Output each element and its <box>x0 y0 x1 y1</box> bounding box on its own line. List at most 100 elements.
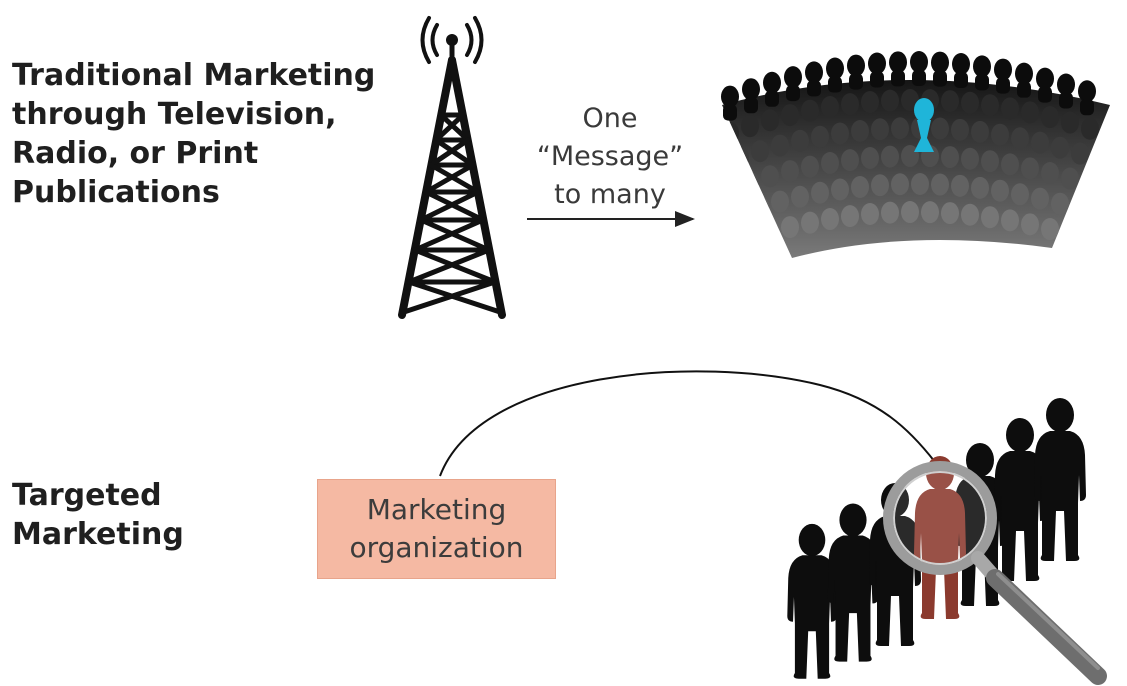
heading-line: through Television, <box>12 97 337 132</box>
audience-head <box>821 152 839 175</box>
audience-head <box>1057 73 1075 96</box>
audience-head <box>1001 209 1019 232</box>
audience-head <box>831 122 849 145</box>
audience-head <box>961 91 979 114</box>
audience-head <box>1001 97 1019 120</box>
audience-head <box>889 51 907 74</box>
audience-body <box>765 90 779 107</box>
audience-head <box>1011 127 1029 150</box>
audience-body <box>828 76 842 93</box>
audience-head <box>731 146 749 169</box>
audience-head <box>901 145 919 168</box>
audience-head <box>841 205 859 228</box>
audience-head <box>761 109 779 132</box>
audience-head <box>871 174 889 197</box>
audience-head <box>881 145 899 168</box>
audience-head <box>1091 205 1109 228</box>
audience-head <box>801 211 819 234</box>
audience-body <box>1059 92 1073 109</box>
audience-head <box>1071 142 1089 165</box>
audience-head <box>781 104 799 127</box>
audience-head <box>1041 106 1059 129</box>
audience-head <box>1091 149 1109 172</box>
audience-head <box>1041 162 1059 185</box>
audience-head <box>1011 183 1029 206</box>
audience-body <box>807 80 821 97</box>
audience-head <box>868 52 886 75</box>
audience-head <box>811 125 829 148</box>
audience-head <box>891 173 909 196</box>
audience-head <box>971 176 989 199</box>
audience-head <box>1001 153 1019 176</box>
audience-head <box>921 201 939 224</box>
heading-line: Traditional Marketing <box>12 58 376 93</box>
audience-head <box>961 203 979 226</box>
one-message-to-many-label: One “Message” to many <box>530 100 690 214</box>
audience-head <box>761 165 779 188</box>
audience-head <box>931 117 949 140</box>
audience-head <box>951 118 969 141</box>
audience-head <box>771 190 789 213</box>
audience-head <box>861 91 879 114</box>
audience-head <box>991 179 1009 202</box>
audience-head <box>881 89 899 112</box>
audience-head <box>1061 167 1079 190</box>
audience-head <box>1061 223 1079 246</box>
audience-head <box>781 216 799 239</box>
audience-head <box>1021 101 1039 124</box>
audience-body <box>870 71 884 88</box>
audience-body <box>723 104 737 121</box>
audience-head <box>1061 111 1079 134</box>
audience-head <box>805 61 823 84</box>
audience-head <box>763 71 781 94</box>
marketing-organization-box: Marketing organization <box>317 479 556 579</box>
audience-body <box>933 70 947 87</box>
audience-head <box>1021 157 1039 180</box>
audience-head <box>1036 67 1054 90</box>
audience-head <box>973 55 991 78</box>
audience-head <box>971 120 989 143</box>
audience-head <box>841 149 859 172</box>
audience-body <box>912 70 926 87</box>
heading-line: Targeted <box>12 478 162 513</box>
person-silhouette <box>994 418 1046 581</box>
audience-body <box>849 73 863 90</box>
audience-head <box>1031 187 1049 210</box>
audience-head <box>841 93 859 116</box>
audience-head <box>861 203 879 226</box>
audience-head <box>952 53 970 76</box>
organization-line: Marketing <box>366 493 507 526</box>
audience-head <box>784 66 802 89</box>
audience-head <box>751 140 769 163</box>
highlighted-audience-member <box>914 98 934 152</box>
audience-head <box>941 90 959 113</box>
audience-body <box>1080 99 1094 116</box>
audience-head <box>741 227 759 250</box>
magnifying-glass-icon <box>883 461 1107 685</box>
audience-head <box>1015 62 1033 85</box>
person-silhouette <box>787 523 837 679</box>
label-line: to many <box>554 179 666 210</box>
audience-body <box>744 97 758 114</box>
broadcast-tower-icon <box>398 16 506 319</box>
audience-head <box>941 202 959 225</box>
audience-head <box>851 175 869 198</box>
audience-head <box>821 96 839 119</box>
audience-head <box>981 206 999 229</box>
audience-head <box>811 181 829 204</box>
audience-head <box>931 51 949 74</box>
label-line: “Message” <box>536 141 684 172</box>
audience-head <box>1101 124 1110 147</box>
audience-head <box>901 89 919 112</box>
audience-head <box>861 147 879 170</box>
audience-head <box>961 147 979 170</box>
audience-head <box>847 54 865 77</box>
audience-head <box>994 58 1012 81</box>
heading-line: Marketing <box>12 517 184 552</box>
audience-head <box>851 119 869 142</box>
organization-line: organization <box>349 531 524 564</box>
audience-head <box>821 208 839 231</box>
audience-head <box>931 173 949 196</box>
audience-head <box>941 146 959 169</box>
audience-head <box>991 123 1009 146</box>
